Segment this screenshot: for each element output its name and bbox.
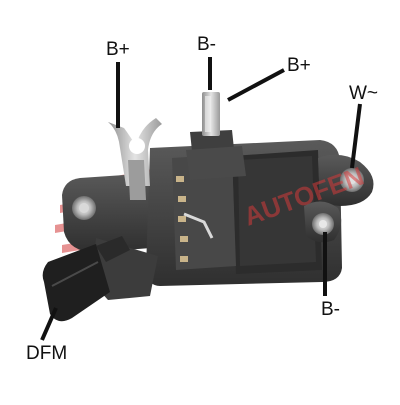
b-minus-top-terminal [202, 92, 220, 136]
brush-holder-tower [186, 130, 246, 180]
leader-line-b-plus-right [227, 68, 285, 102]
label-dfm: DFM [26, 343, 68, 364]
leader-line-dfm [40, 307, 58, 341]
dfm-connector [42, 236, 158, 322]
label-b-plus-right: B+ [287, 55, 311, 76]
label-b-minus-bottom: B- [321, 299, 340, 320]
label-b-minus-top: B- [197, 34, 216, 55]
label-w-terminal: W~ [349, 83, 379, 104]
regulator-housing [146, 140, 342, 286]
b-minus-mounting-ear [304, 201, 342, 243]
right-mounting-ear [318, 154, 374, 206]
b-plus-clip-terminal [108, 118, 162, 200]
label-b-plus-left: B+ [106, 39, 130, 60]
leader-line-w [350, 103, 362, 169]
terminal-pins [176, 176, 214, 262]
leader-lines [40, 57, 362, 341]
